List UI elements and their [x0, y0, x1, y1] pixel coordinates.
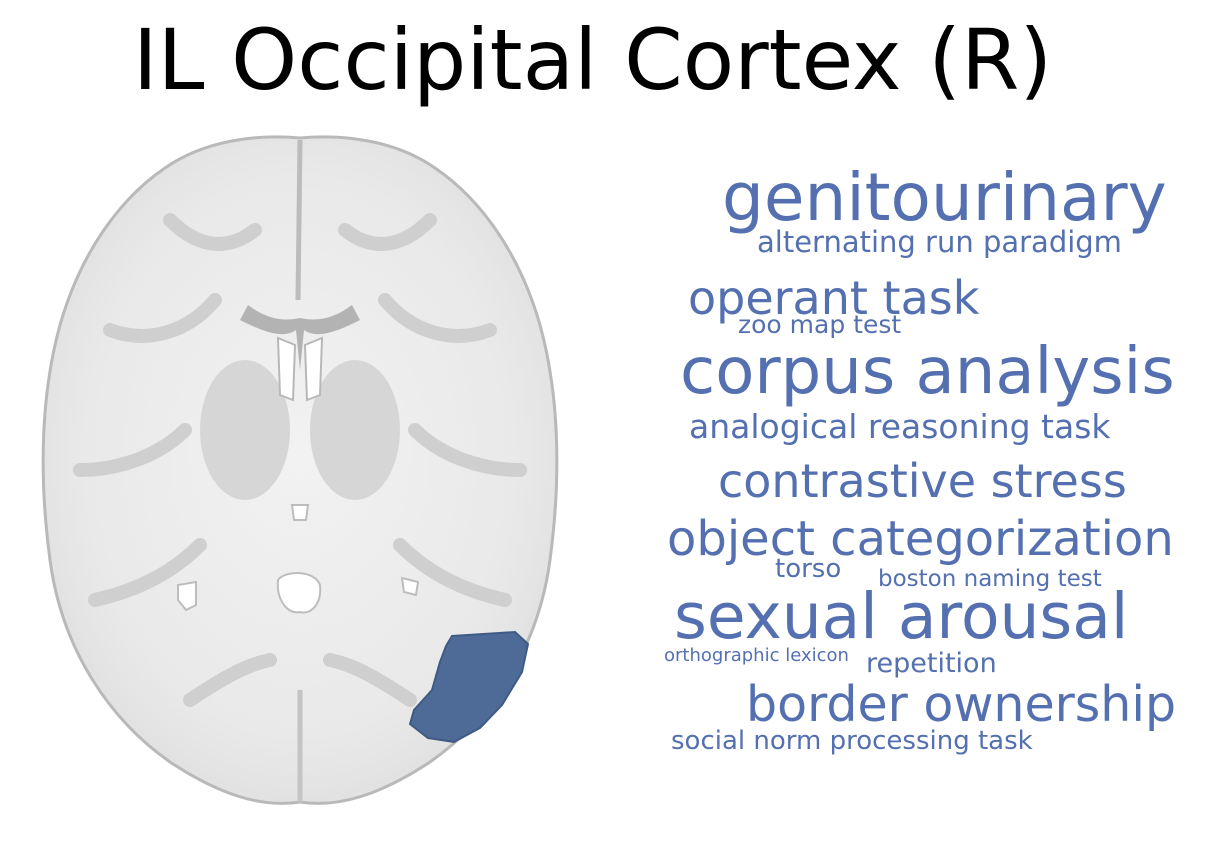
brain-axial-slice — [41, 135, 559, 805]
term-zoo-map-test: zoo map test — [738, 310, 902, 339]
term-alternating-run-paradigm: alternating run paradigm — [757, 225, 1122, 259]
term-analogical-reasoning-task: analogical reasoning task — [689, 407, 1111, 446]
term-sexual-arousal: sexual arousal — [674, 580, 1129, 653]
highlighted-region — [408, 630, 530, 744]
deep-gray-matter — [200, 360, 400, 500]
term-social-norm-processing-task: social norm processing task — [671, 726, 1033, 756]
ventricle-spaces — [276, 336, 324, 402]
term-object-categorization: object categorization — [667, 511, 1174, 567]
term-border-ownership: border ownership — [746, 676, 1177, 733]
term-genitourinary: genitourinary — [722, 159, 1167, 236]
term-boston-naming-test: boston naming test — [878, 566, 1102, 592]
term-torso: torso — [775, 554, 842, 584]
longitudinal-fissure — [295, 139, 303, 301]
figure-title: IL Occipital Cortex (R) — [132, 11, 1053, 109]
lateral-ventricles — [240, 305, 360, 370]
posterior-ventricles — [177, 504, 420, 614]
term-corpus-analysis: corpus analysis — [680, 335, 1175, 409]
term-orthographic-lexicon: orthographic lexicon — [664, 645, 849, 666]
term-contrastive-stress: contrastive stress — [718, 454, 1127, 508]
term-operant-task: operant task — [688, 271, 980, 325]
term-repetition: repetition — [866, 648, 997, 679]
cortical-sulci — [73, 213, 527, 707]
